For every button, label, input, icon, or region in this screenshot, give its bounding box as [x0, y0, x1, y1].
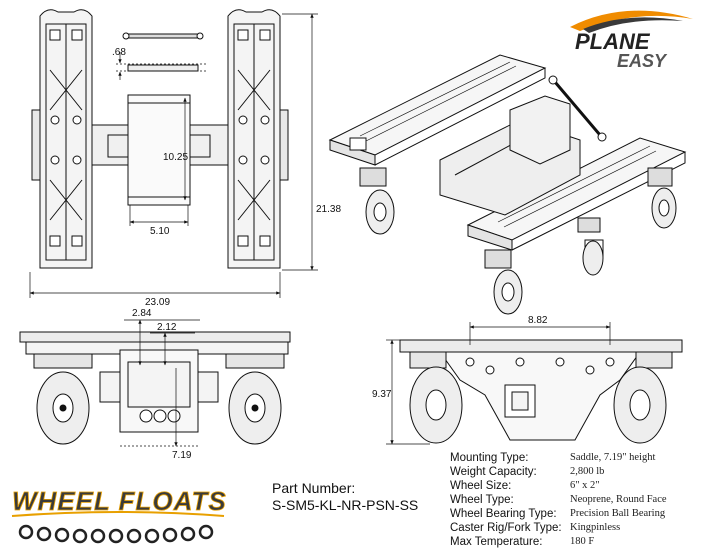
spec-label: Mounting Type:: [450, 452, 529, 464]
part-number-label: Part Number:: [272, 480, 356, 496]
logo-wheels-icon: [18, 524, 214, 544]
pin-parts: [122, 32, 204, 72]
center-saddle: [91, 94, 229, 206]
dim-overall-width: 23.09: [145, 297, 170, 308]
logo-line1: PLANE: [575, 29, 651, 54]
left-rail: [31, 9, 93, 269]
spec-row: Weight Capacity: 2,800 lb: [450, 465, 700, 479]
iso-caster-1: [359, 167, 395, 235]
wheel-floats-logo: WHEEL FLOATS: [12, 486, 226, 544]
spec-row: Wheel Type: Neoprene, Round Face: [450, 493, 700, 507]
top-view: [31, 9, 289, 269]
spec-row: Caster Rig/Fork Type: Kingpinless: [450, 521, 700, 535]
dim-overall-length: 21.38: [316, 204, 341, 215]
iso-caster-3: [647, 167, 677, 229]
plane-easy-logo: PLANE EASY: [570, 10, 693, 70]
spec-value: 6" x 2": [570, 480, 600, 491]
spec-label: Wheel Bearing Type:: [450, 508, 557, 520]
dim-pin-offset: .68: [112, 47, 126, 58]
spec-value: Kingpinless: [570, 522, 621, 533]
spec-table: Mounting Type: Saddle, 7.19" height Weig…: [450, 451, 700, 549]
iso-caster-2: [484, 249, 523, 315]
iso-pin: [553, 81, 602, 136]
spec-label: Wheel Size:: [450, 480, 512, 492]
dim-front-height: 9.37: [372, 389, 392, 400]
dim-saddle-width: 5.10: [150, 226, 170, 237]
dim-front-width: 8.82: [528, 315, 548, 326]
spec-row: Wheel Size: 6" x 2": [450, 479, 700, 493]
spec-label: Wheel Type:: [450, 494, 514, 506]
logo-line2: EASY: [617, 51, 668, 70]
dim-side-height-2: 2.12: [157, 322, 177, 333]
front-wheel-left: [409, 351, 463, 444]
side-view: [19, 331, 291, 445]
front-view-dimensions: [386, 322, 611, 445]
spec-value: 2,800 lb: [570, 466, 605, 477]
isometric-view: [328, 54, 687, 315]
dim-saddle-height: 7.19: [172, 450, 192, 461]
front-view: [399, 339, 683, 444]
part-number-block: Part Number: S-SM5-KL-NR-PSN-SS: [272, 480, 442, 514]
dim-saddle-length: 10.25: [163, 152, 188, 163]
top-view-dimensions: [29, 13, 318, 298]
side-wheel-right: [225, 353, 285, 445]
spec-value: Neoprene, Round Face: [570, 494, 667, 505]
spec-row: Wheel Bearing Type: Precision Ball Beari…: [450, 507, 700, 521]
spec-row: Max Temperature: 180 F: [450, 535, 700, 549]
iso-caster-4: [577, 217, 604, 276]
spec-row: Mounting Type: Saddle, 7.19" height: [450, 451, 700, 465]
side-view-dimensions: [120, 319, 200, 447]
spec-value: Saddle, 7.19" height: [570, 452, 656, 463]
spec-label: Weight Capacity:: [450, 466, 537, 478]
side-wheel-left: [33, 353, 93, 445]
spec-value: 180 F: [570, 536, 595, 547]
spec-value: Precision Ball Bearing: [570, 508, 666, 519]
part-number-value: S-SM5-KL-NR-PSN-SS: [272, 497, 419, 513]
right-rail: [227, 9, 289, 269]
spec-label: Max Temperature:: [450, 536, 543, 548]
dim-side-height-1: 2.84: [132, 308, 152, 319]
front-wheel-right: [613, 351, 673, 444]
logo-swoosh-icon: [570, 10, 693, 31]
spec-label: Caster Rig/Fork Type:: [450, 522, 562, 534]
